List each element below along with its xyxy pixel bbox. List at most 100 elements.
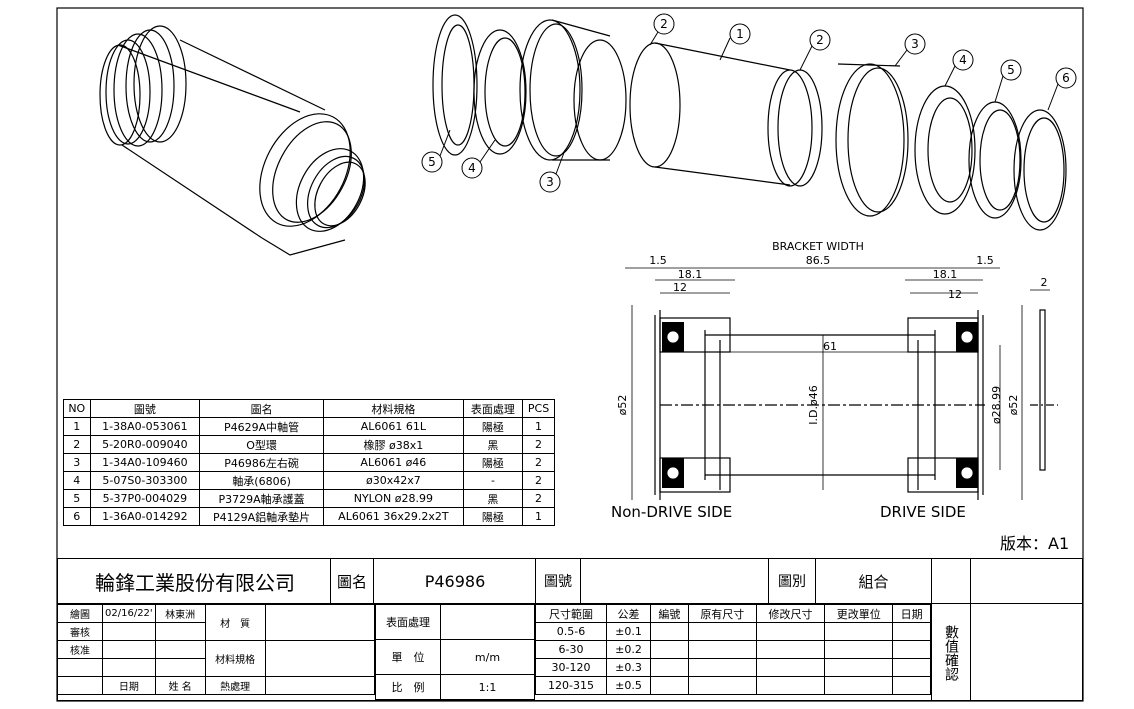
table-cell: 材 質 xyxy=(204,604,266,641)
table-cell: 材料規格 xyxy=(204,640,266,677)
balloon-1: 1 xyxy=(736,27,744,41)
table-cell: 比 例 xyxy=(375,674,441,700)
balloon-6: 6 xyxy=(1062,71,1070,85)
confirm-label: 數值確認 xyxy=(943,624,959,681)
bom-header: 圖名 xyxy=(199,399,324,418)
table-cell: 2 xyxy=(522,453,555,472)
dimension-lines xyxy=(625,267,1050,500)
bracket-width-label: BRACKET WIDTH xyxy=(772,240,864,253)
table-cell xyxy=(755,640,826,659)
table-cell: 5-37P0-004029 xyxy=(89,489,201,508)
dim-86-5: 86.5 xyxy=(806,254,831,267)
dim-id46: I.D.ø46 xyxy=(807,385,820,424)
table-cell: 1 xyxy=(522,417,555,436)
balloon-3: 3 xyxy=(911,37,919,51)
table-cell: 原有尺寸 xyxy=(687,604,757,623)
table-cell: ±0.1 xyxy=(605,622,652,641)
dim-18-1-right: 18.1 xyxy=(933,268,958,281)
balloon-5b: 5 xyxy=(428,155,436,169)
balloon-3b: 3 xyxy=(546,175,554,189)
balloon-2b: 2 xyxy=(816,33,824,47)
table-cell: 5 xyxy=(63,489,91,508)
table-cell: m/m xyxy=(440,639,535,675)
table-cell xyxy=(824,676,894,695)
table-cell: 編號 xyxy=(650,604,689,623)
drawing-name-label: 圖名 xyxy=(336,572,367,591)
table-cell xyxy=(154,640,206,659)
table-cell xyxy=(892,658,931,677)
table-cell: P4129A鋁軸承墊片 xyxy=(199,507,324,526)
table-cell xyxy=(154,622,206,641)
table-cell xyxy=(440,604,535,640)
table-cell: 1:1 xyxy=(440,674,535,700)
balloon-2a: 2 xyxy=(660,17,668,31)
category-label: 圖別 xyxy=(778,574,806,590)
table-cell: 姓 名 xyxy=(154,676,206,695)
table-cell: 5-07S0-303300 xyxy=(89,471,201,490)
dim-18-1-left: 18.1 xyxy=(678,268,703,281)
table-cell xyxy=(755,676,826,695)
bom-header-row: NO 圖號 圖名 材料規格 表面處理 PCS xyxy=(63,399,555,418)
table-cell: 陽極 xyxy=(462,453,524,472)
table-cell: P3729A軸承護蓋 xyxy=(199,489,324,508)
table-cell: 5-20R0-009040 xyxy=(89,435,201,454)
table-cell: 林東洲 xyxy=(154,604,206,623)
bom-header: 圖號 xyxy=(89,399,201,418)
table-cell xyxy=(650,676,689,695)
table-cell: ø30x42x7 xyxy=(322,471,464,490)
table-cell: 公差 xyxy=(605,604,652,623)
table-cell: 2 xyxy=(522,471,555,490)
table-cell: - xyxy=(462,471,524,490)
dim-1-5-right: 1.5 xyxy=(976,254,994,267)
table-cell: 1-38A0-053061 xyxy=(89,417,201,436)
table-cell: AL6061 61L xyxy=(322,417,464,436)
table-cell xyxy=(892,676,931,695)
table-cell: 3 xyxy=(63,453,91,472)
table-cell: 更改單位 xyxy=(824,604,894,623)
table-cell: AL6061 ø46 xyxy=(322,453,464,472)
table-cell xyxy=(57,658,103,677)
table-cell: 審核 xyxy=(57,622,103,641)
table-cell: 1 xyxy=(63,417,91,436)
table-cell xyxy=(650,622,689,641)
table-cell xyxy=(687,622,757,641)
table-cell: 單 位 xyxy=(375,639,441,675)
table-cell xyxy=(892,622,931,641)
table-cell: 核准 xyxy=(57,640,103,659)
table-cell: AL6061 36x29.2x2T xyxy=(322,507,464,526)
table-cell xyxy=(824,640,894,659)
table-cell: 1-36A0-014292 xyxy=(89,507,201,526)
table-cell xyxy=(824,622,894,641)
table-cell xyxy=(102,622,156,641)
non-drive-side-label: Non-DRIVE SIDE xyxy=(611,503,732,521)
table-cell: 日期 xyxy=(892,604,931,623)
table-cell xyxy=(892,640,931,659)
table-cell xyxy=(154,658,206,677)
table-cell xyxy=(687,676,757,695)
table-cell xyxy=(650,658,689,677)
bom-header: 表面處理 xyxy=(462,399,524,418)
table-cell xyxy=(755,622,826,641)
table-cell: 陽極 xyxy=(462,417,524,436)
table-cell xyxy=(824,658,894,677)
sheet-border xyxy=(56,7,1084,702)
table-cell: 軸承(6806) xyxy=(199,471,324,490)
table-cell: 2 xyxy=(63,435,91,454)
table-cell xyxy=(650,640,689,659)
table-cell: 黑 xyxy=(462,489,524,508)
dim-phi28: ø28.99 xyxy=(990,386,1003,424)
dim-phi52-left: ø52 xyxy=(616,395,629,416)
balloon-4b: 4 xyxy=(468,161,476,175)
table-cell: 1 xyxy=(522,507,555,526)
drawing-no-label: 圖號 xyxy=(544,574,572,590)
dim-61: 61 xyxy=(823,340,837,353)
category-value: 組合 xyxy=(858,572,889,591)
table-cell: 0.5-6 xyxy=(535,622,607,641)
balloon-5: 5 xyxy=(1007,63,1015,77)
